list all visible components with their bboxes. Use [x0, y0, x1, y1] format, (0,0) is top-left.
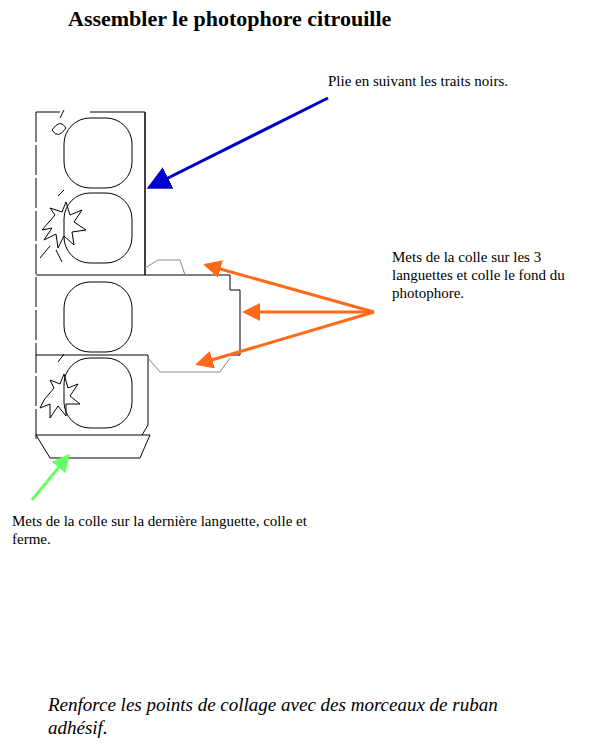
leader-arrows: [198, 265, 374, 364]
page-title: Assembler le photophore citrouille: [68, 6, 391, 32]
callout-text: Mets de la colle sur la dernière languet…: [12, 512, 342, 548]
leader-arrow: [152, 98, 328, 186]
note-text: Renforce les points de collage avec des …: [48, 694, 548, 740]
leader-arrow: [32, 456, 68, 500]
pumpkin-template: [36, 110, 240, 458]
callout-text: Mets de la colle sur les 3 languettes et…: [392, 248, 592, 302]
callout-text: Plie en suivant les traits noirs.: [328, 72, 538, 90]
